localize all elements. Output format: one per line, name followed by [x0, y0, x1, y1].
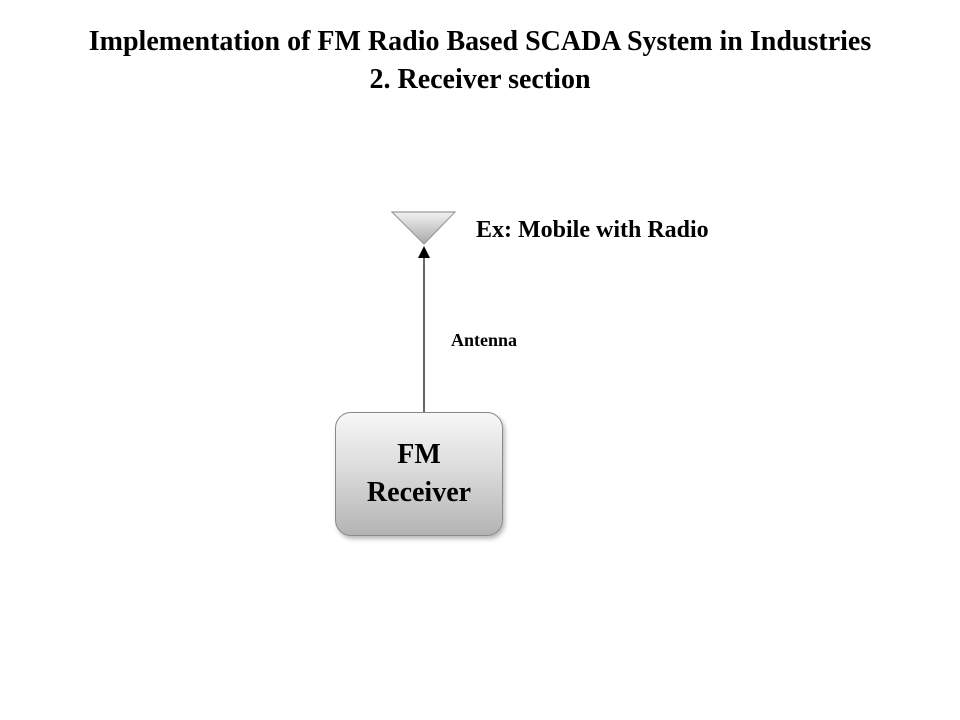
page-title: Implementation of FM Radio Based SCADA S…: [88, 26, 872, 57]
page-subtitle: 2. Receiver section: [369, 64, 591, 95]
fm-receiver-label: FM Receiver: [366, 439, 472, 508]
antenna-label: Antenna: [451, 330, 518, 350]
antenna-triangle-icon: [390, 211, 457, 245]
fm-receiver-box: FM Receiver: [335, 412, 503, 536]
device-example-label: Ex: Mobile with Radio: [476, 217, 709, 243]
